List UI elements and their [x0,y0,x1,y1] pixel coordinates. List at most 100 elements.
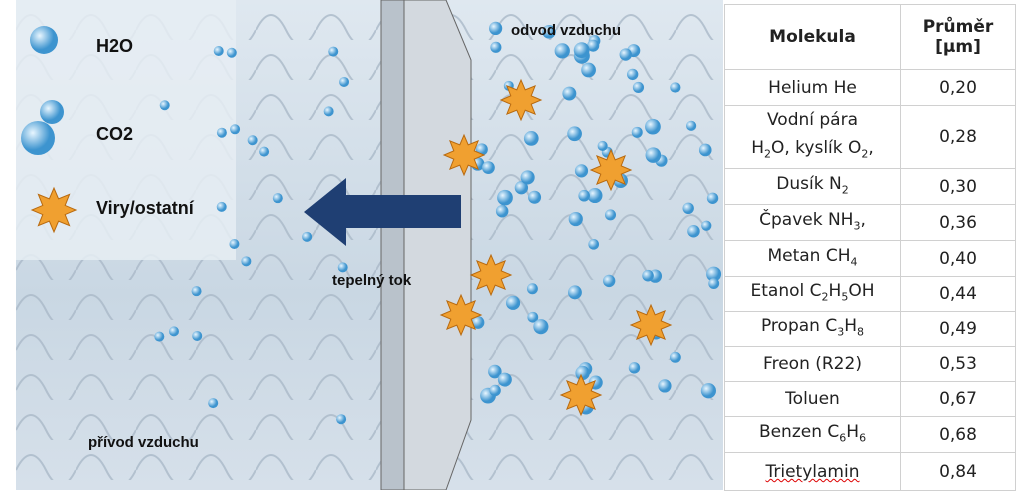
virus-icon [559,373,603,417]
virus-icon [499,78,543,122]
molecule-icon [328,46,339,57]
molecule-icon [490,41,502,53]
molecule-icon [154,331,165,342]
molecule-icon [645,118,661,135]
molecule-icon [588,238,600,250]
molecule-icon [323,106,334,117]
molecule-icon [603,274,616,288]
molecule-icon [302,231,313,242]
legend-viruses: Viry/ostatní [96,198,194,218]
molecule-name: Čpavek NH3, [724,204,901,242]
molecule-icon [497,189,513,206]
virus-icon [30,186,78,234]
molecule-icon [213,46,224,57]
molecule-icon [514,181,529,195]
molecule-icon [208,398,219,409]
molecule-diameter: 0,53 [900,346,1016,383]
molecule-icon [562,86,577,101]
molecule-icon [471,316,485,329]
molecule-icon [575,365,590,381]
molecule-diameter: 0,30 [900,168,1016,206]
molecule-icon [482,161,495,175]
molecule-diameter: 0,20 [900,69,1016,106]
exchanger-drawing [16,0,723,490]
molecule-icon [708,278,720,290]
molecule-icon [520,170,535,185]
molecule-name: Dusík N2 [724,168,901,206]
molecule-icon [604,209,617,221]
supply-label: přívod vzduchu [88,434,199,451]
molecule-icon [528,190,542,204]
molecule-icon [272,193,283,204]
molecule-icon [687,224,700,238]
molecule-icon [642,269,654,282]
molecule-icon [645,147,662,163]
molecule-icon [216,127,227,138]
molecule-icon [226,47,237,58]
molecule-icon [241,256,252,267]
molecule-icon [247,135,258,146]
virus-icon [469,253,513,297]
heat-flow-label: tepelný tok [332,272,412,289]
molecule-icon [568,285,582,300]
molecule-name: Etanol C2H5OH [724,276,901,313]
molecule-icon [259,146,270,157]
molecule-icon [489,384,501,397]
molecule-icon [581,62,596,78]
molecule-icon [339,76,350,87]
molecule-icon [542,24,556,39]
molecule-diameter: 0,44 [900,276,1016,313]
molecule-icon [497,372,512,387]
molecule-icon [40,100,64,124]
molecule-icon [573,42,590,59]
molecule-icon [632,81,645,94]
molecule-icon [554,43,570,59]
molecule-name: Helium He [724,69,901,106]
molecule-icon [658,379,672,393]
molecule-name: Propan C3H8 [724,311,901,348]
molecule-icon [533,319,549,335]
molecule-icon [229,238,240,249]
molecule-icon [701,220,712,231]
molecule-icon [523,131,539,146]
molecule-icon [505,295,521,310]
molecule-icon [706,192,719,204]
virus-icon [589,148,633,192]
molecule-icon [669,351,681,363]
molecule-icon [21,121,55,155]
molecule-icon [587,39,600,52]
molecule-icon [698,143,712,157]
molecule-icon [700,383,716,399]
molecule-icon [191,286,202,297]
molecule-name: Trietylamin [724,452,901,492]
molecule-name: Benzen C6H6 [724,416,901,454]
air-exchanger-illustration: H2O CO2 Viry/ostatní odvod vzduchu tepel… [16,0,723,490]
table-row: Freon (R22)0,53 [724,346,1016,383]
header-molecule: Molekula [724,4,901,70]
molecule-icon [336,414,347,425]
virus-icon [442,133,486,177]
molecule-name: Metan CH4 [724,240,901,278]
molecule-diameter: 0,49 [900,311,1016,348]
molecule-name: Toluen [724,381,901,418]
molecule-icon [527,311,539,323]
molecule-icon [495,204,509,218]
molecule-icon [567,126,582,142]
molecule-icon [337,262,348,273]
molecule-icon [526,283,538,295]
molecule-icon [230,124,241,135]
heat-flow-arrow [304,178,461,246]
legend-h2o: H2O [96,36,134,56]
molecule-icon [706,266,722,282]
molecule-icon [578,189,590,202]
virus-icon [629,303,673,347]
molecule-icon [628,362,641,374]
